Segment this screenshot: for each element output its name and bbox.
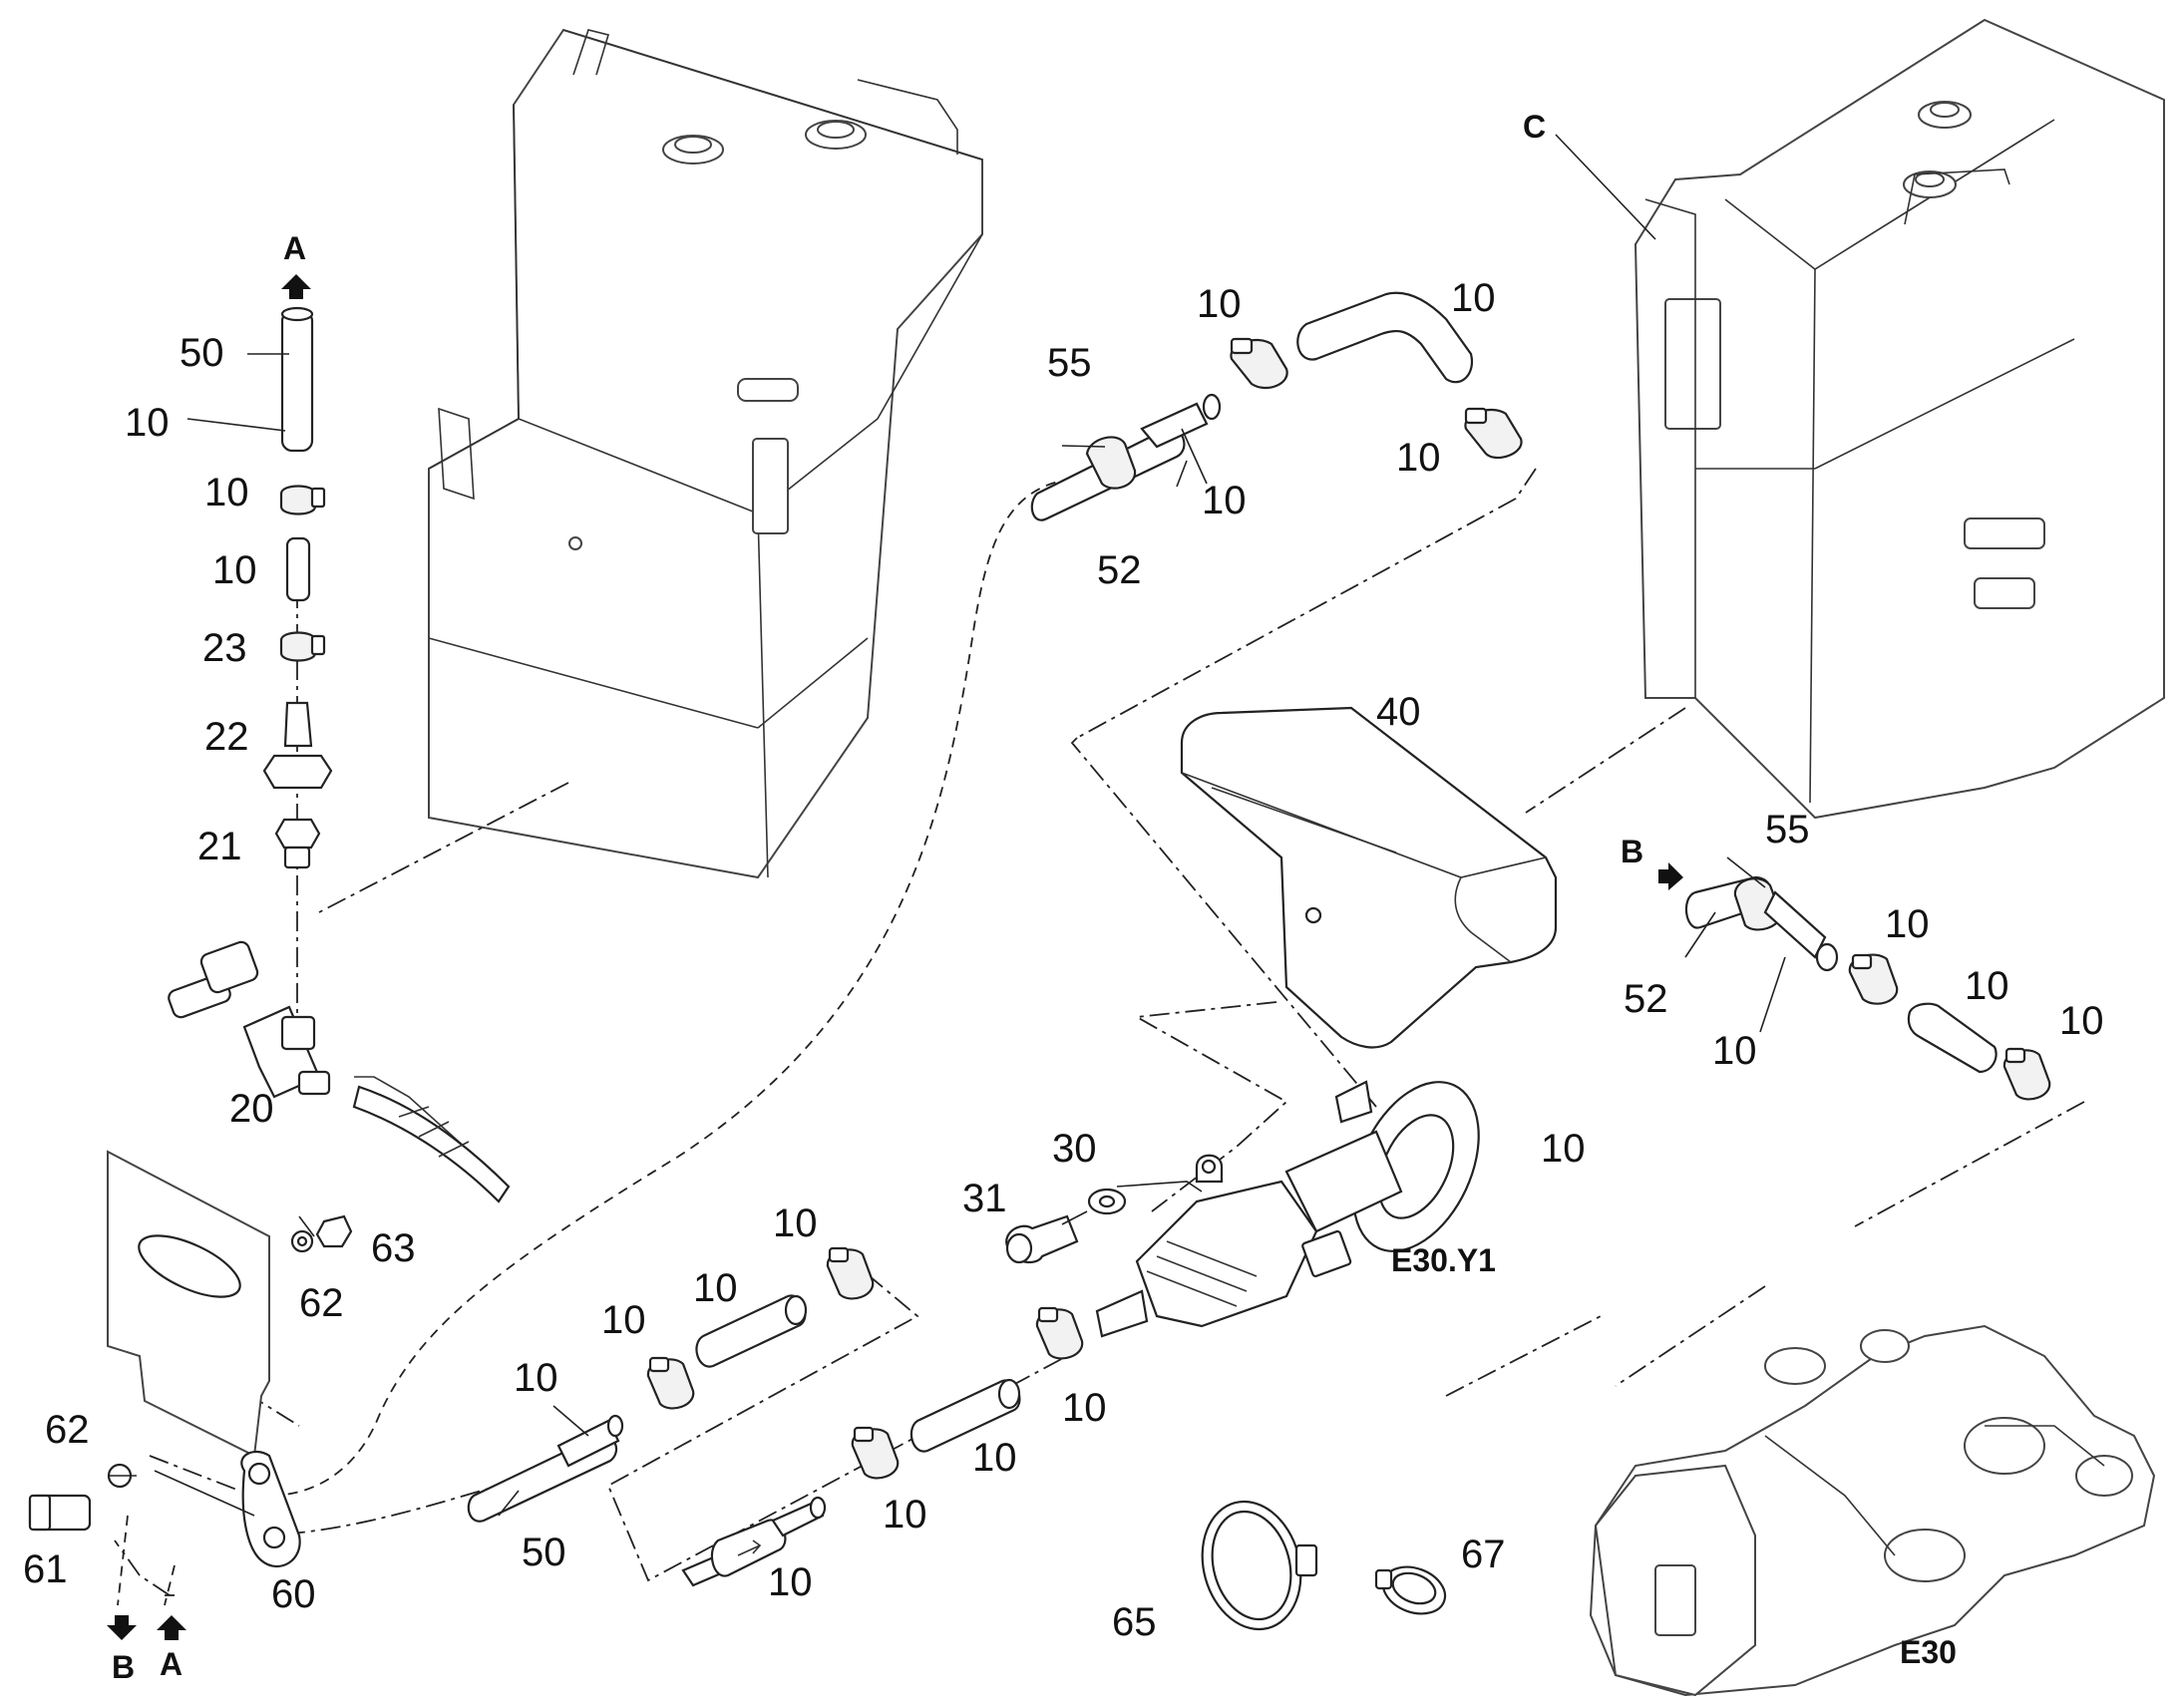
callout-40: 40: [1376, 690, 1421, 734]
fuel-pump-e30y1: [1095, 1080, 1480, 1338]
arrow-down-icon: [107, 1615, 137, 1640]
callout-67: 67: [1461, 1533, 1506, 1576]
callout-10: 10: [1197, 282, 1242, 326]
right-hose-assembly: [1684, 875, 2051, 1101]
ref-a-top: A: [283, 230, 306, 266]
callout-55: 55: [1047, 341, 1092, 385]
arrow-up-icon: [157, 1615, 186, 1640]
callout-10: 10: [1965, 964, 2009, 1008]
arrow-up-icon: [281, 274, 311, 299]
leader-lines: [110, 134, 1786, 1517]
left-part-stack: [262, 306, 333, 869]
top-hose-assembly: [1030, 291, 1523, 521]
cover-40: [1180, 706, 1558, 1049]
ref-b-right: B: [1621, 834, 1643, 869]
callout-10: 10: [1396, 436, 1441, 480]
callout-10: 10: [883, 1493, 927, 1537]
callout-10: 10: [514, 1356, 558, 1400]
callout-10: 10: [1202, 479, 1247, 522]
bracket-assembly: [28, 1150, 353, 1567]
fuel-tank-left: [428, 28, 983, 879]
arrow-right-icon: [1658, 862, 1683, 890]
fuel-tank-right: [1634, 18, 2165, 820]
lower-hose-assembly: [467, 1246, 1084, 1587]
callout-20: 20: [229, 1087, 274, 1131]
callout-10: 10: [1451, 276, 1496, 320]
callout-61: 61: [23, 1547, 68, 1591]
callout-50: 50: [180, 331, 224, 375]
callout-65: 65: [1112, 1600, 1157, 1644]
callout-52: 52: [1624, 977, 1668, 1021]
callout-52: 52: [1097, 548, 1142, 592]
callout-55: 55: [1765, 808, 1810, 852]
clamps-65-67: [1201, 1500, 1447, 1631]
callout-23: 23: [202, 626, 247, 670]
tee-fitting-20: [168, 940, 511, 1203]
callout-10: 10: [1712, 1029, 1757, 1073]
callout-10: 10: [1062, 1386, 1107, 1430]
ref-e30: E30: [1900, 1634, 1957, 1670]
callout-10: 10: [1541, 1127, 1586, 1171]
callout-10: 10: [768, 1560, 813, 1604]
bolt-31-washer-30: [1005, 1188, 1127, 1264]
callout-31: 31: [962, 1177, 1007, 1220]
callout-10: 10: [972, 1436, 1017, 1480]
callout-10: 10: [1885, 902, 1930, 946]
heater-e30: [1589, 1324, 2156, 1697]
callout-10: 10: [601, 1298, 646, 1342]
ref-e30y1: E30.Y1: [1391, 1242, 1496, 1278]
callout-labels: 50 10 10 10 23 22 21 20 55 10 10 10 10 5…: [23, 276, 2104, 1644]
callout-62: 62: [45, 1408, 90, 1452]
callout-63: 63: [371, 1226, 416, 1270]
callout-21: 21: [197, 825, 242, 868]
ref-b-bottom: B: [112, 1649, 135, 1685]
ref-a-bottom: A: [160, 1646, 182, 1682]
callout-10: 10: [693, 1266, 738, 1310]
reference-labels: A B B A C E30.Y1 E30: [112, 109, 1957, 1685]
callout-10: 10: [204, 471, 249, 514]
flow-arrows: [107, 274, 1683, 1640]
callout-10: 10: [2059, 999, 2104, 1043]
callout-10: 10: [212, 548, 257, 592]
callout-22: 22: [204, 715, 249, 759]
callout-10: 10: [773, 1201, 818, 1245]
ref-c: C: [1523, 109, 1546, 145]
callout-62: 62: [299, 1281, 344, 1325]
callout-10: 10: [125, 401, 170, 445]
callout-50: 50: [522, 1531, 566, 1574]
callout-30: 30: [1052, 1127, 1097, 1171]
callout-60: 60: [271, 1572, 316, 1616]
